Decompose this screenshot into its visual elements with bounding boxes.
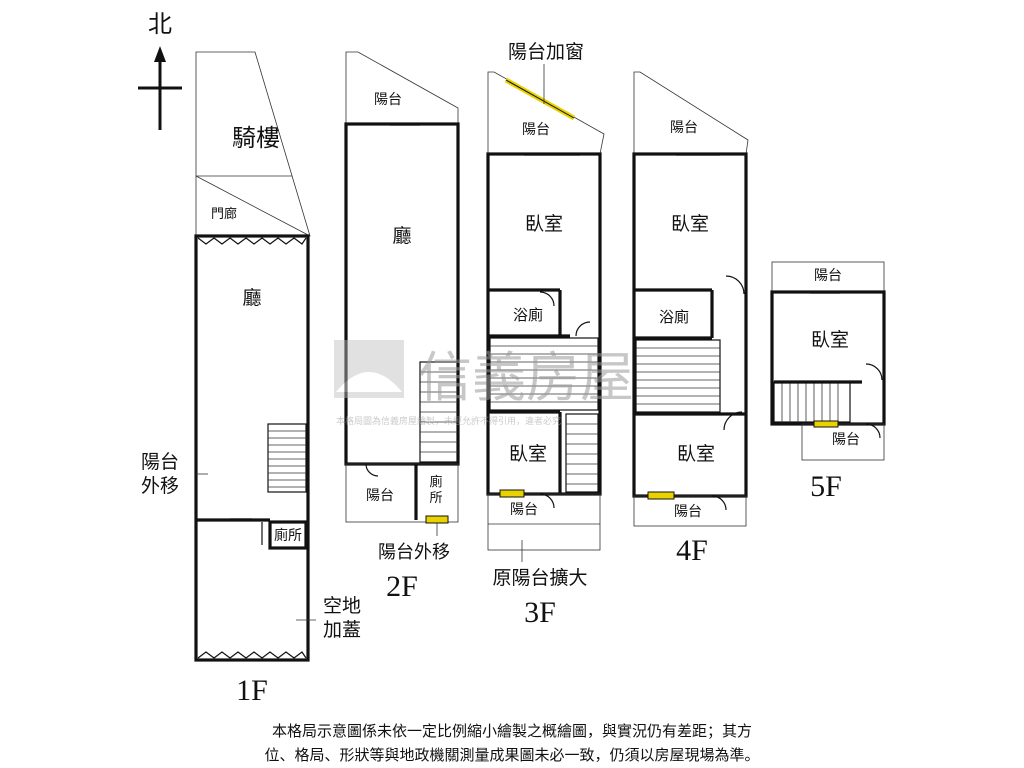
2f-balcony-top-label: 陽台 [374,92,402,108]
3f-bath-label: 浴廁 [513,306,543,324]
3f-window-bottom-icon [499,489,525,498]
5f-stairs [773,381,851,423]
1f-balcony-moved-label: 陽台外移 [141,451,179,497]
3f-balcony-top-label: 陽台 [522,122,550,138]
5f-floor-label: 5F [810,470,842,503]
2f-toilet-label: 廁所 [429,474,442,506]
1f-arcade-label: 騎樓 [232,124,280,152]
1f-outline [194,234,310,662]
1f-hall-label: 廳 [242,287,261,309]
north-arrow-icon [138,46,182,130]
3f-stairs-lower [565,413,599,493]
4f-bath-label: 浴廁 [659,308,689,326]
3f-balcony-bottom-label: 陽台 [510,502,538,518]
5f-outline [770,290,886,426]
3f-expanded-note-label: 原陽台擴大 [492,567,587,589]
2f-floor-label: 2F [386,570,418,603]
2f-balcony-bottom-label: 陽台 [366,488,394,504]
disclaimer-line-2: 位、格局、形狀等與地政機關測量成果圖未必一致，仍須以房屋現場為準。 [264,746,760,764]
north-label: 北 [148,10,172,38]
watermark-logo-icon [334,340,404,398]
disclaimer-line-1: 本格局示意圖係未依一定比例縮小繪製之概繪圖，與實況仍有差距；其方 [271,722,752,740]
2f-hall-label: 廳 [392,225,411,247]
4f-bedroom-top-label: 臥室 [671,213,709,235]
watermark-brand: 信義房屋 [418,346,634,409]
3f-stairs-upper [489,337,599,411]
4f-stairs [635,339,721,413]
2f-outline [344,122,460,466]
floor-1f [194,51,316,662]
1f-open-space-label: 空地加蓋 [323,595,361,641]
4f-floor-label: 4F [676,534,708,567]
3f-bedroom-bottom-label: 臥室 [509,443,547,465]
4f-window-icon [647,491,675,500]
1f-stairs [267,423,307,493]
floor-5f [770,261,886,461]
floor-2f [344,51,460,536]
5f-balcony-bottom-label: 陽台 [832,432,860,448]
4f-bedroom-bottom-label: 臥室 [677,443,715,465]
2f-balcony-moved-label: 陽台外移 [378,542,450,563]
5f-balcony-top-label: 陽台 [814,268,842,284]
watermark-sub: 本格局圖為信義房屋繪製，未經允許不得引用，違者必究 [336,415,561,427]
4f-balcony-bottom-label: 陽台 [674,504,702,520]
3f-bedroom-top-label: 臥室 [525,213,563,235]
3f-floor-label: 3F [524,596,556,629]
5f-window-icon [813,420,839,428]
5f-bedroom-label: 臥室 [811,329,849,351]
4f-balcony-top-label: 陽台 [670,120,698,136]
2f-window-icon [425,515,449,524]
1f-toilet-label: 廁所 [274,527,302,544]
1f-floor-label: 1F [236,674,268,707]
floor-3f [486,64,605,562]
3f-window-note-label: 陽台加窗 [508,41,584,63]
1f-porch-label: 門廊 [211,206,237,222]
floor-4f [632,71,749,527]
